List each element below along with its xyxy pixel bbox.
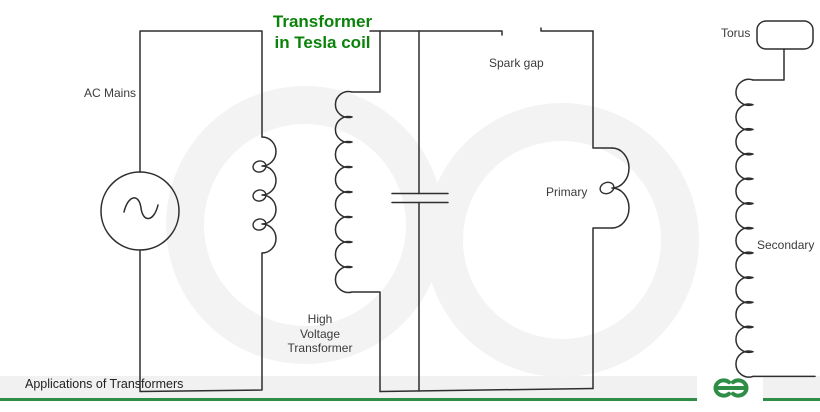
hv-primary-coil bbox=[261, 136, 277, 254]
label-high-voltage-transformer: High Voltage Transformer bbox=[270, 312, 370, 356]
footer-accent-line bbox=[0, 398, 820, 401]
wire-primary-bottom bbox=[592, 227, 613, 390]
label-hv-line2: Voltage bbox=[299, 326, 341, 341]
sine-wave-icon bbox=[123, 197, 159, 220]
label-secondary: Secondary bbox=[757, 238, 815, 252]
tesla-secondary-coil bbox=[735, 78, 754, 378]
geeksforgeeks-watermark-icon bbox=[166, 86, 699, 377]
footer-strip bbox=[0, 376, 820, 398]
label-spark-gap: Spark gap bbox=[489, 56, 544, 70]
hv-secondary-coil bbox=[334, 30, 381, 393]
label-hv-line1: High bbox=[307, 312, 333, 326]
wire-sparkgap-left bbox=[369, 30, 503, 36]
label-ac-mains: AC Mains bbox=[84, 86, 137, 100]
tesla-primary-coil-loop bbox=[599, 181, 615, 195]
diagram-title: Transformer in Tesla coil bbox=[262, 11, 383, 53]
torus-shape bbox=[756, 20, 814, 50]
tesla-primary-coil bbox=[611, 147, 630, 229]
wire-loop2-bottom bbox=[379, 387, 594, 393]
wire-ac-bottom bbox=[139, 249, 263, 393]
label-torus: Torus bbox=[721, 26, 751, 40]
hv-primary-coil-loops bbox=[252, 160, 267, 231]
wire-sparkgap-right bbox=[540, 27, 594, 32]
label-hv-line3: Transformer bbox=[287, 341, 353, 355]
geeksforgeeks-logo-icon bbox=[713, 378, 749, 398]
label-primary: Primary bbox=[546, 185, 588, 199]
diagram-title-line2: in Tesla coil bbox=[274, 33, 371, 52]
wire-torus-lead bbox=[752, 48, 785, 81]
wire-primary-top bbox=[592, 30, 613, 149]
diagram-title-line1: Transformer bbox=[272, 12, 373, 31]
wire-ac-top bbox=[139, 30, 263, 173]
footer-caption: Applications of Transformers bbox=[25, 377, 184, 391]
